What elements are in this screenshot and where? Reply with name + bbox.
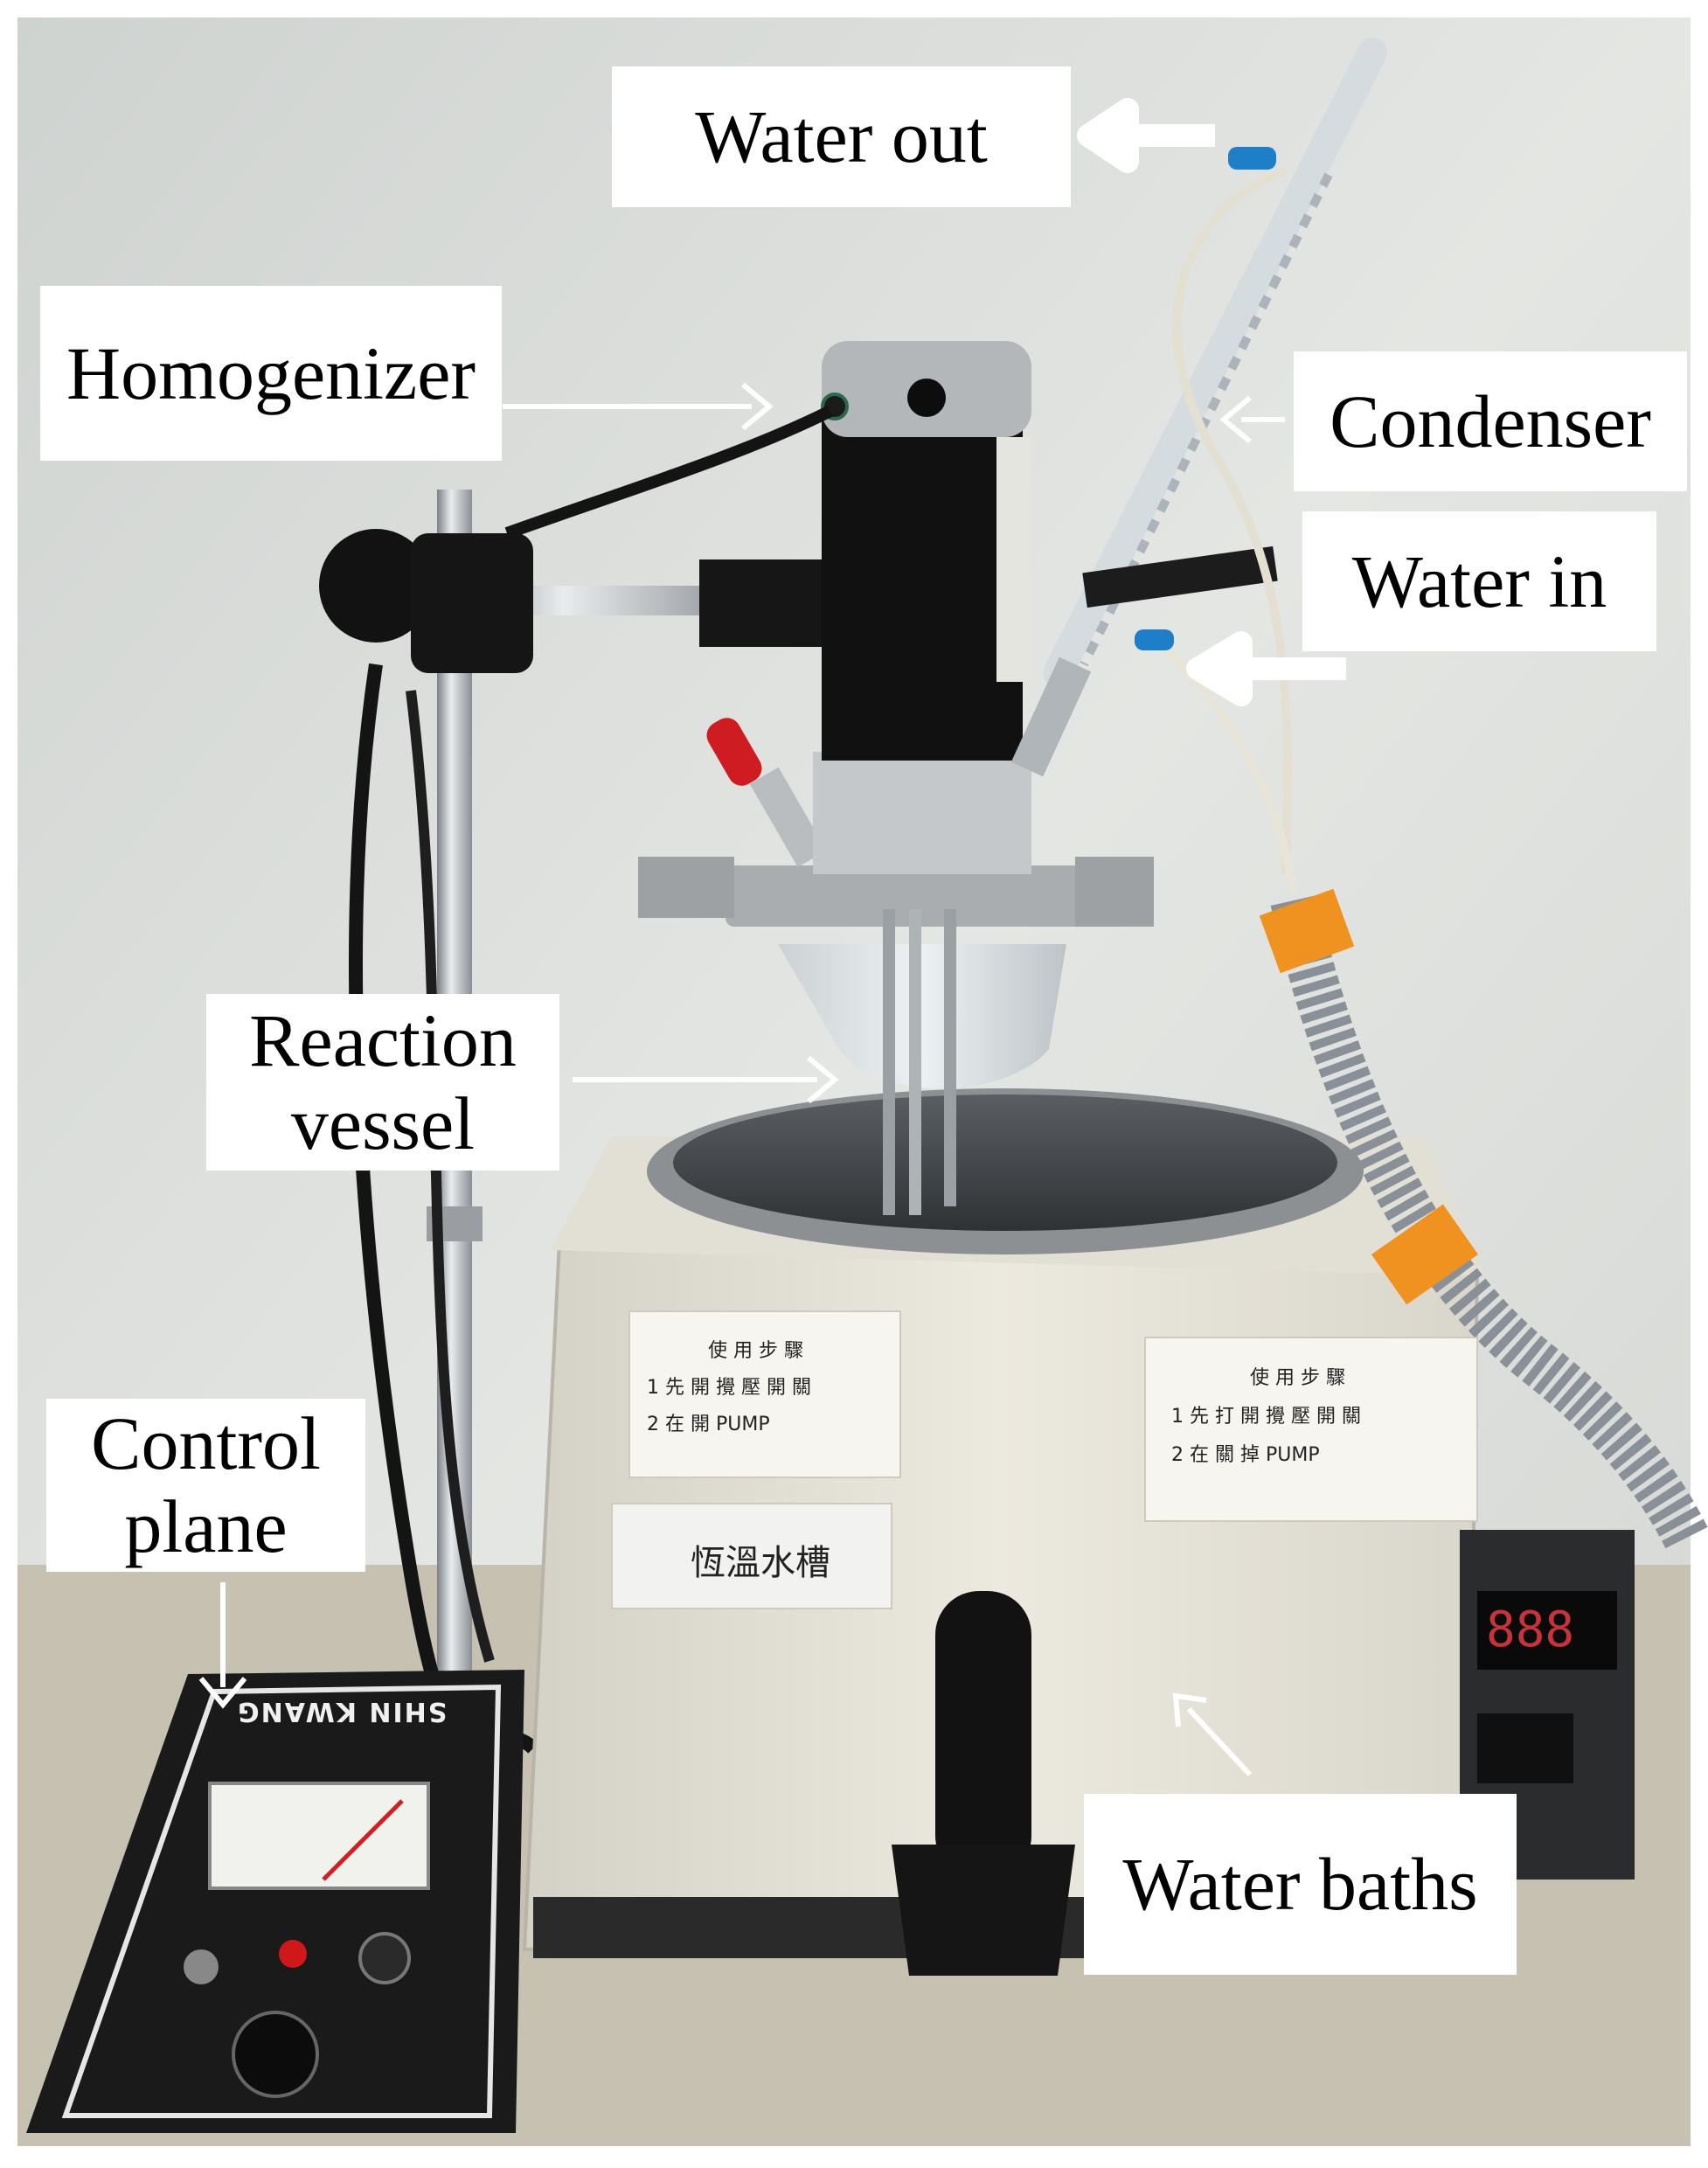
arrow-water-baths — [1186, 1706, 1253, 1777]
motor-label — [996, 437, 1031, 682]
instructions-right-line-2: 1 先 打 開 攪 壓 開 關 — [1171, 1406, 1361, 1428]
power-switch — [184, 1949, 219, 1984]
water-out-tube — [1172, 166, 1293, 875]
label-reaction-vessel-line-2: vessel — [290, 1081, 476, 1165]
meter-face — [208, 1782, 430, 1890]
instruction-sheet-left — [628, 1310, 901, 1478]
arrow-control-plane-head — [198, 1677, 247, 1709]
blue-clip-top — [1228, 147, 1276, 170]
stirrer-rod-3 — [944, 909, 956, 1206]
port-left — [749, 767, 827, 867]
drain-knob — [892, 1845, 1075, 1976]
arrow-water-out — [1077, 98, 1215, 173]
arrow-condenser-head — [1219, 395, 1252, 444]
speed-knob — [232, 2011, 319, 2098]
bath-label-text: 恆溫水槽 — [691, 1543, 830, 1583]
instructions-left-line-1: 使 用 步 驟 — [708, 1340, 803, 1362]
motor-cable — [504, 405, 834, 539]
label-reaction-vessel: Reaction vessel — [206, 994, 559, 1171]
instructions-right-line-3: 2 在 關 掉 PUMP — [1171, 1444, 1320, 1466]
motor-body — [822, 393, 1023, 761]
drain-tube — [935, 1591, 1031, 1880]
clamp-knob — [319, 529, 433, 643]
vessel-clamp-right — [1075, 857, 1154, 927]
label-water-out: Water out — [612, 66, 1071, 207]
stirrer-rod-1 — [883, 909, 895, 1215]
temp-display-digits: 888 — [1486, 1602, 1575, 1658]
control-box-frame — [61, 1684, 502, 2118]
label-water-in-text: Water in — [1351, 539, 1607, 623]
red-cap-left — [706, 718, 762, 786]
vessel-clamp-left — [638, 857, 734, 918]
label-water-baths-text: Water baths — [1122, 1842, 1478, 1927]
lamp — [279, 1940, 307, 1968]
orange-tape-bottom — [1371, 1204, 1479, 1305]
bath-label-sheet — [611, 1503, 892, 1609]
label-control-plane: Control plane — [46, 1399, 365, 1572]
arrow-reaction-vessel-head — [807, 1055, 839, 1104]
drain-hose — [1270, 895, 1708, 1550]
temp-display — [1477, 1591, 1617, 1670]
clamp-block — [411, 533, 533, 673]
arrow-water-in — [1186, 631, 1346, 706]
instructions-left: 使 用 步 驟 1 先 開 攪 壓 開 關 2 在 開 PUMP — [647, 1333, 811, 1443]
label-water-out-text: Water out — [695, 94, 988, 179]
label-condenser: Condenser — [1294, 351, 1687, 491]
label-water-in: Water in — [1302, 511, 1656, 651]
temp-dial — [1477, 1713, 1573, 1783]
vessel-glass — [778, 944, 1066, 1088]
clamp-holder — [699, 559, 830, 647]
label-homogenizer-text: Homogenizer — [66, 330, 476, 415]
water-in-tube — [1142, 626, 1298, 893]
meter-needle — [322, 1799, 404, 1881]
instruction-sheet-right — [1144, 1337, 1478, 1522]
pan-inner — [673, 1094, 1337, 1231]
orange-tape-top — [1259, 888, 1355, 974]
instructions-left-line-3: 2 在 開 PUMP — [647, 1414, 770, 1435]
arrow-homogenizer-head — [741, 382, 774, 431]
instructions-right: 使 用 步 驟 1 先 打 開 攪 壓 開 關 2 在 關 掉 PUMP — [1171, 1359, 1361, 1475]
condenser-joint — [1010, 657, 1092, 777]
label-homogenizer: Homogenizer — [40, 286, 502, 461]
motor-button — [907, 379, 946, 417]
label-reaction-vessel-line-1: Reaction — [249, 998, 517, 1083]
fuse — [358, 1932, 411, 1984]
condenser-clamp — [1082, 545, 1278, 608]
instructions-right-line-1: 使 用 步 驟 — [1250, 1367, 1345, 1389]
stirrer-rod-2 — [909, 909, 921, 1215]
label-control-plane-line-1: Control — [91, 1401, 321, 1486]
motor-mount — [813, 752, 1031, 874]
label-control-plane-line-2: plane — [124, 1484, 288, 1568]
power-cable-2 — [406, 690, 495, 1663]
arrow-water-baths-head — [1172, 1692, 1207, 1727]
label-condenser-text: Condenser — [1330, 379, 1651, 463]
blue-clip-bottom — [1135, 629, 1174, 650]
label-water-baths: Water baths — [1084, 1794, 1517, 1975]
brand-text: SHIN KWANG — [236, 1696, 448, 1727]
instructions-left-line-2: 1 先 開 攪 壓 開 關 — [647, 1377, 811, 1399]
vessel-flange — [726, 865, 1119, 927]
